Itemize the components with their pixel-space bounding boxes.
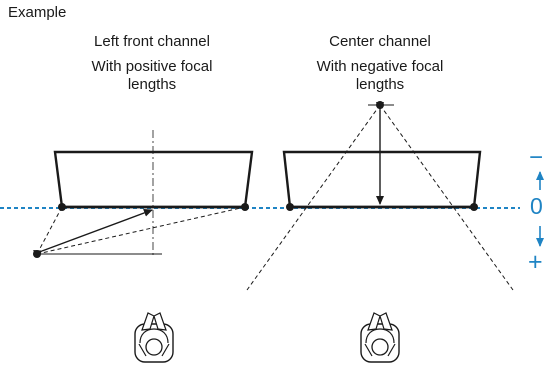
left-speaker-outline: [53, 150, 254, 209]
listener-seat-icon: [360, 312, 400, 363]
left-panel-subtitle-cont: lengths: [127, 76, 177, 93]
center-endpoint-right: [470, 203, 478, 211]
center-panel-subtitle: With negative focal: [316, 58, 444, 75]
left-dashed-ray-1: [36, 206, 63, 255]
scale-plus-label: +: [528, 248, 543, 276]
center-speaker-outline: [282, 150, 482, 209]
left-channel-group: [33, 130, 254, 258]
left-focal-arrow: [33, 209, 153, 258]
listener-seat-icon: [134, 312, 174, 363]
center-panel-subtitle-cont: lengths: [355, 76, 405, 93]
center-dashed-ray-right: [379, 104, 514, 291]
center-dashed-ray-left: [246, 104, 381, 291]
left-endpoint-left: [58, 203, 66, 211]
left-endpoint-right: [241, 203, 249, 211]
left-focal-point: [33, 250, 41, 258]
left-panel-subtitle: With positive focal: [91, 58, 213, 75]
center-channel-group: [246, 101, 514, 291]
example-label: Example: [8, 4, 67, 21]
center-panel-title: Center channel: [329, 33, 431, 50]
scale-zero-label: 0: [530, 193, 543, 219]
scale-minus-label: −: [529, 144, 544, 171]
center-endpoint-left: [286, 203, 294, 211]
left-panel-title: Left front channel: [94, 33, 210, 50]
center-focal-point: [376, 101, 384, 109]
